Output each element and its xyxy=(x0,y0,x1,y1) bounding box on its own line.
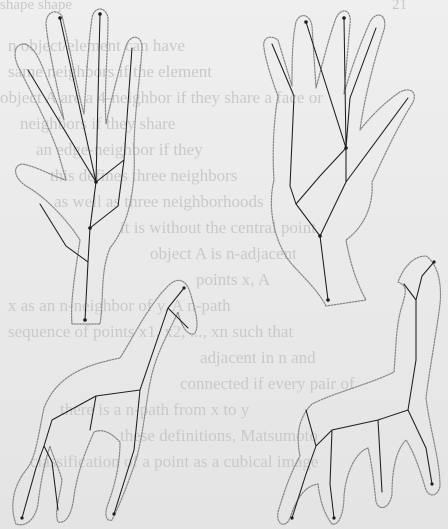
hand-b xyxy=(264,11,415,306)
horse-b-outline xyxy=(278,256,441,524)
hand-a xyxy=(15,9,142,324)
horse-a-skeleton xyxy=(22,288,188,518)
horse-a-outline xyxy=(13,280,197,524)
hand-b-outline xyxy=(264,11,415,306)
horse-b xyxy=(278,256,441,524)
hand-a-skeleton xyxy=(28,14,132,320)
horse-a xyxy=(13,280,197,524)
